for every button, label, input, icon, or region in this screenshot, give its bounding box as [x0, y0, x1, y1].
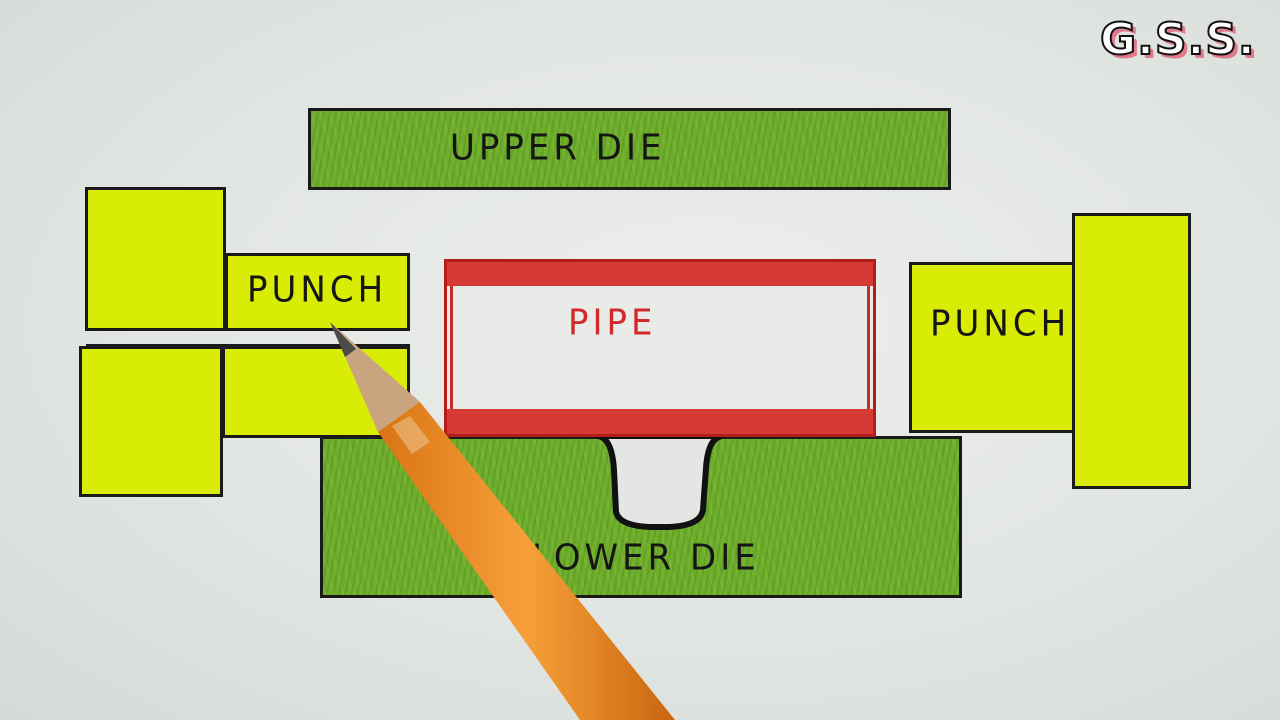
left-punch-top: [225, 253, 410, 331]
lower-die-label: LOWER DIE: [532, 537, 760, 579]
right-punch-holder: [1072, 213, 1191, 489]
pencil-body: [378, 402, 675, 720]
right-punch-label: PUNCH: [930, 303, 1071, 345]
left-punch-split-line: [86, 344, 410, 347]
left-punch-holder-top: [85, 187, 226, 331]
left-punch-label: PUNCH: [247, 269, 388, 311]
pipe: [444, 259, 876, 437]
left-punch-holder-bottom: [79, 346, 223, 497]
pencil-tip: [330, 322, 356, 357]
right-punch: [909, 262, 1079, 433]
pipe-top-wall: [447, 262, 873, 286]
pipe-bottom-wall: [447, 409, 873, 434]
gss-logo: G.S.S.: [1099, 13, 1256, 66]
upper-die-label: UPPER DIE: [450, 127, 666, 169]
pipe-inner-border: [450, 286, 870, 409]
upper-die: [308, 108, 951, 190]
pipe-label: PIPE: [568, 302, 657, 344]
